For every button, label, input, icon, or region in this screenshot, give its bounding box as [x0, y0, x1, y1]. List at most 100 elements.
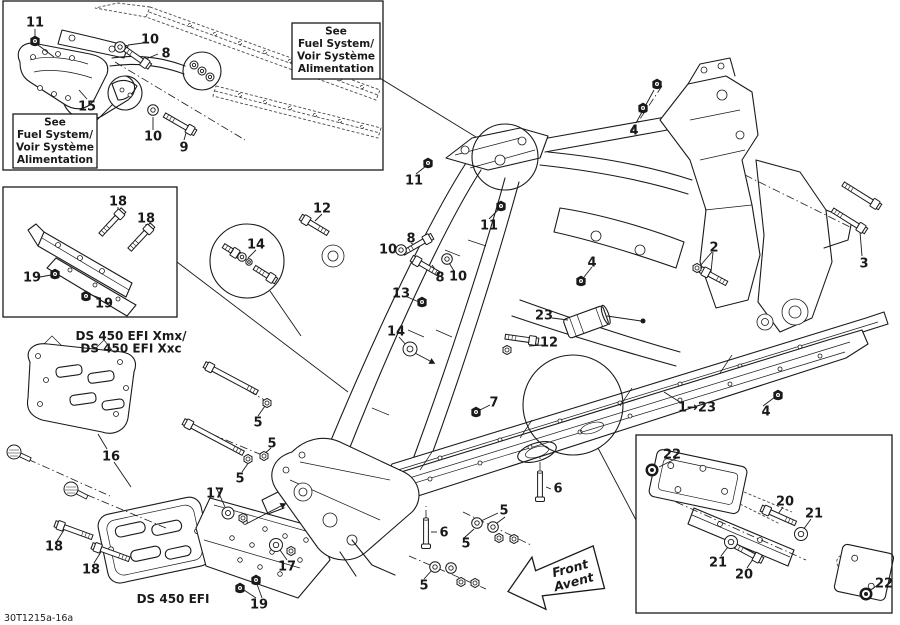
leader-line [663, 391, 684, 405]
leader-line [404, 295, 420, 303]
callout-5-38: 5 [419, 579, 428, 594]
callout-18-7: 18 [137, 212, 155, 227]
callout-5-34: 5 [499, 504, 508, 519]
locknut-icon [652, 78, 662, 90]
washer-icon [445, 562, 457, 574]
steering-head-detail-circle [471, 123, 539, 191]
leader-line [463, 528, 475, 539]
washer-icon [487, 521, 499, 533]
leader-line [720, 546, 729, 557]
trailing-arm-detail-box [635, 434, 893, 614]
washer-icon [189, 60, 199, 70]
bolt-icon [181, 418, 246, 457]
clutch-detail-circle [107, 75, 143, 111]
rail-joint-detail-circle [522, 354, 624, 456]
callout-10-17: 10 [449, 270, 467, 285]
bolt-icon [252, 264, 279, 285]
leader-line [415, 165, 427, 175]
callout-11-13: 11 [480, 219, 498, 234]
bolt-icon [120, 44, 153, 70]
callout-5-29: 5 [253, 416, 262, 431]
leader-arrowhead [428, 358, 436, 364]
leader-line [762, 396, 776, 407]
callout-4-28: 4 [761, 405, 770, 420]
leader-line [37, 44, 55, 58]
model-base: DS 450 EFI [137, 592, 210, 606]
main-frame [321, 57, 853, 474]
centerline [221, 374, 267, 402]
locknut-icon [496, 200, 506, 212]
leader-line [88, 293, 101, 299]
locknut-icon [638, 102, 648, 114]
bolt-icon [202, 361, 259, 396]
washer-icon [221, 506, 235, 520]
bolt-icon [759, 504, 798, 527]
carriage-bolt-icon [6, 444, 22, 460]
callout-19-42: 19 [250, 598, 268, 613]
leader-line [710, 251, 714, 273]
callout-11-12: 11 [405, 174, 423, 189]
washer-icon [197, 66, 207, 76]
callout-8-14: 8 [406, 232, 415, 247]
washer-icon [269, 538, 283, 552]
nut-icon [502, 344, 512, 356]
leader-line [583, 266, 593, 278]
centerline [72, 488, 167, 529]
callout-18-41: 18 [82, 563, 100, 578]
leader-line [551, 317, 569, 321]
bolt-icon [98, 207, 127, 237]
callout-5-31: 5 [235, 472, 244, 487]
bolt-icon [830, 207, 869, 235]
leader-line [480, 512, 499, 522]
callout-21-45: 21 [805, 507, 823, 522]
callout-9-5: 9 [179, 141, 188, 156]
leader-line [243, 589, 257, 599]
bolt-icon [53, 520, 94, 541]
callout-18-40: 18 [45, 540, 63, 555]
bolt-icon [127, 222, 156, 252]
leader-line [746, 558, 754, 569]
leader-line [145, 53, 159, 60]
leader-line [528, 344, 544, 347]
pin-bolt-icon [421, 517, 431, 549]
washer-icon [471, 517, 483, 529]
leader-line [39, 274, 52, 278]
leader-line [658, 456, 680, 468]
washer-icon [395, 244, 407, 256]
locknut-icon [576, 275, 586, 287]
locknut-icon [471, 406, 481, 418]
model-xmx: DS 450 EFI Xmx/DS 450 EFI Xxc [76, 329, 188, 356]
callout-18-6: 18 [109, 195, 127, 210]
leader-line [215, 486, 226, 508]
callout-2-21: 2 [709, 241, 718, 256]
leader-line [127, 42, 144, 46]
callout-21-46: 21 [709, 556, 727, 571]
leader-line [479, 404, 491, 411]
callout-23-23: 23 [535, 309, 553, 324]
nut-icon [509, 533, 519, 545]
washer-stack-detail-circle [182, 51, 222, 91]
bolt-icon [298, 213, 330, 237]
callout-22-43: 22 [663, 448, 681, 463]
trailing-arm-parts [648, 449, 894, 601]
bolt-icon [731, 541, 765, 564]
washer-icon [429, 561, 441, 573]
bolt-icon [401, 232, 435, 256]
bushing-icon [645, 463, 659, 477]
centerline [114, 61, 246, 141]
leader-line [183, 132, 187, 141]
isolator-part-23 [563, 304, 646, 339]
callout-10-4: 10 [144, 130, 162, 145]
bolt-icon [698, 266, 729, 287]
bolt-icon [841, 181, 883, 211]
callout-12-11: 12 [313, 202, 331, 217]
leader-line [78, 89, 88, 100]
callout-17-32: 17 [206, 487, 224, 502]
nut-icon [262, 397, 272, 409]
callout-12-24: 12 [540, 336, 558, 351]
skid-plate [26, 335, 137, 434]
nut-icon [238, 512, 248, 524]
